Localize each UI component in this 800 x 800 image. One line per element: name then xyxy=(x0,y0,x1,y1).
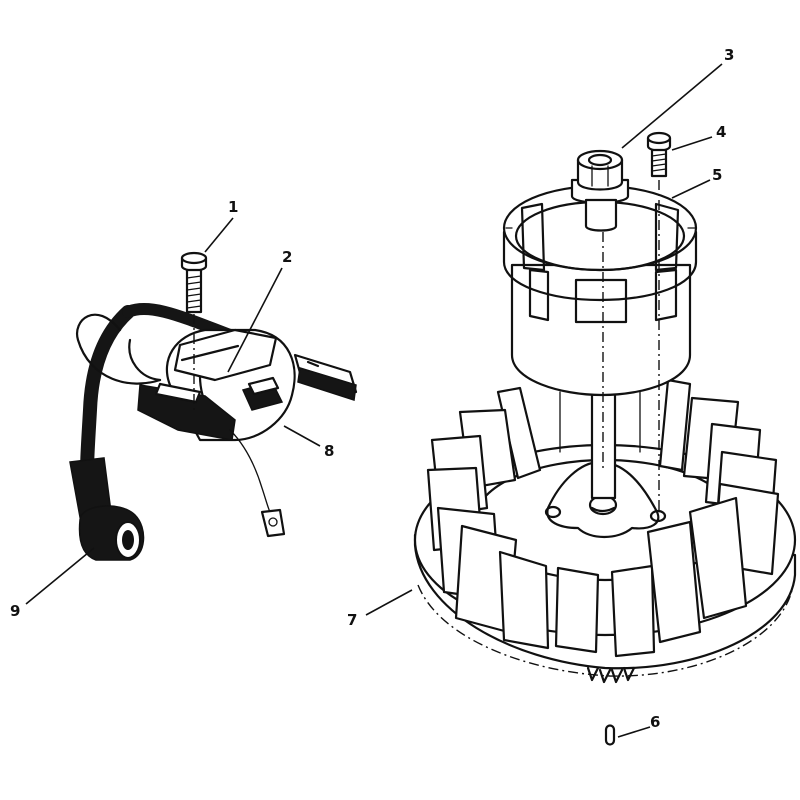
starter-cup-screw-icon xyxy=(646,131,672,178)
callout-3: 3 xyxy=(724,46,734,64)
ignition-module-bolt-icon xyxy=(180,251,208,314)
callout-5: 5 xyxy=(712,166,722,184)
callout-8: 8 xyxy=(324,442,334,460)
assembly-centerlines xyxy=(193,180,660,512)
ignition-module-spacer-icon xyxy=(173,328,278,382)
callout-4: 4 xyxy=(716,123,726,141)
flywheel-icon xyxy=(413,378,797,684)
flywheel-nut-icon xyxy=(570,149,630,232)
starter-cup-icon xyxy=(502,184,698,397)
callout-1: 1 xyxy=(228,198,238,216)
spark-plug-boot-lead-icon xyxy=(69,302,236,561)
callout-7: 7 xyxy=(347,611,357,629)
callout-2: 2 xyxy=(282,248,292,266)
callout-6: 6 xyxy=(650,713,660,731)
flywheel-key-icon xyxy=(604,724,616,746)
callout-9: 9 xyxy=(10,602,20,620)
callout-leaders xyxy=(25,63,723,738)
